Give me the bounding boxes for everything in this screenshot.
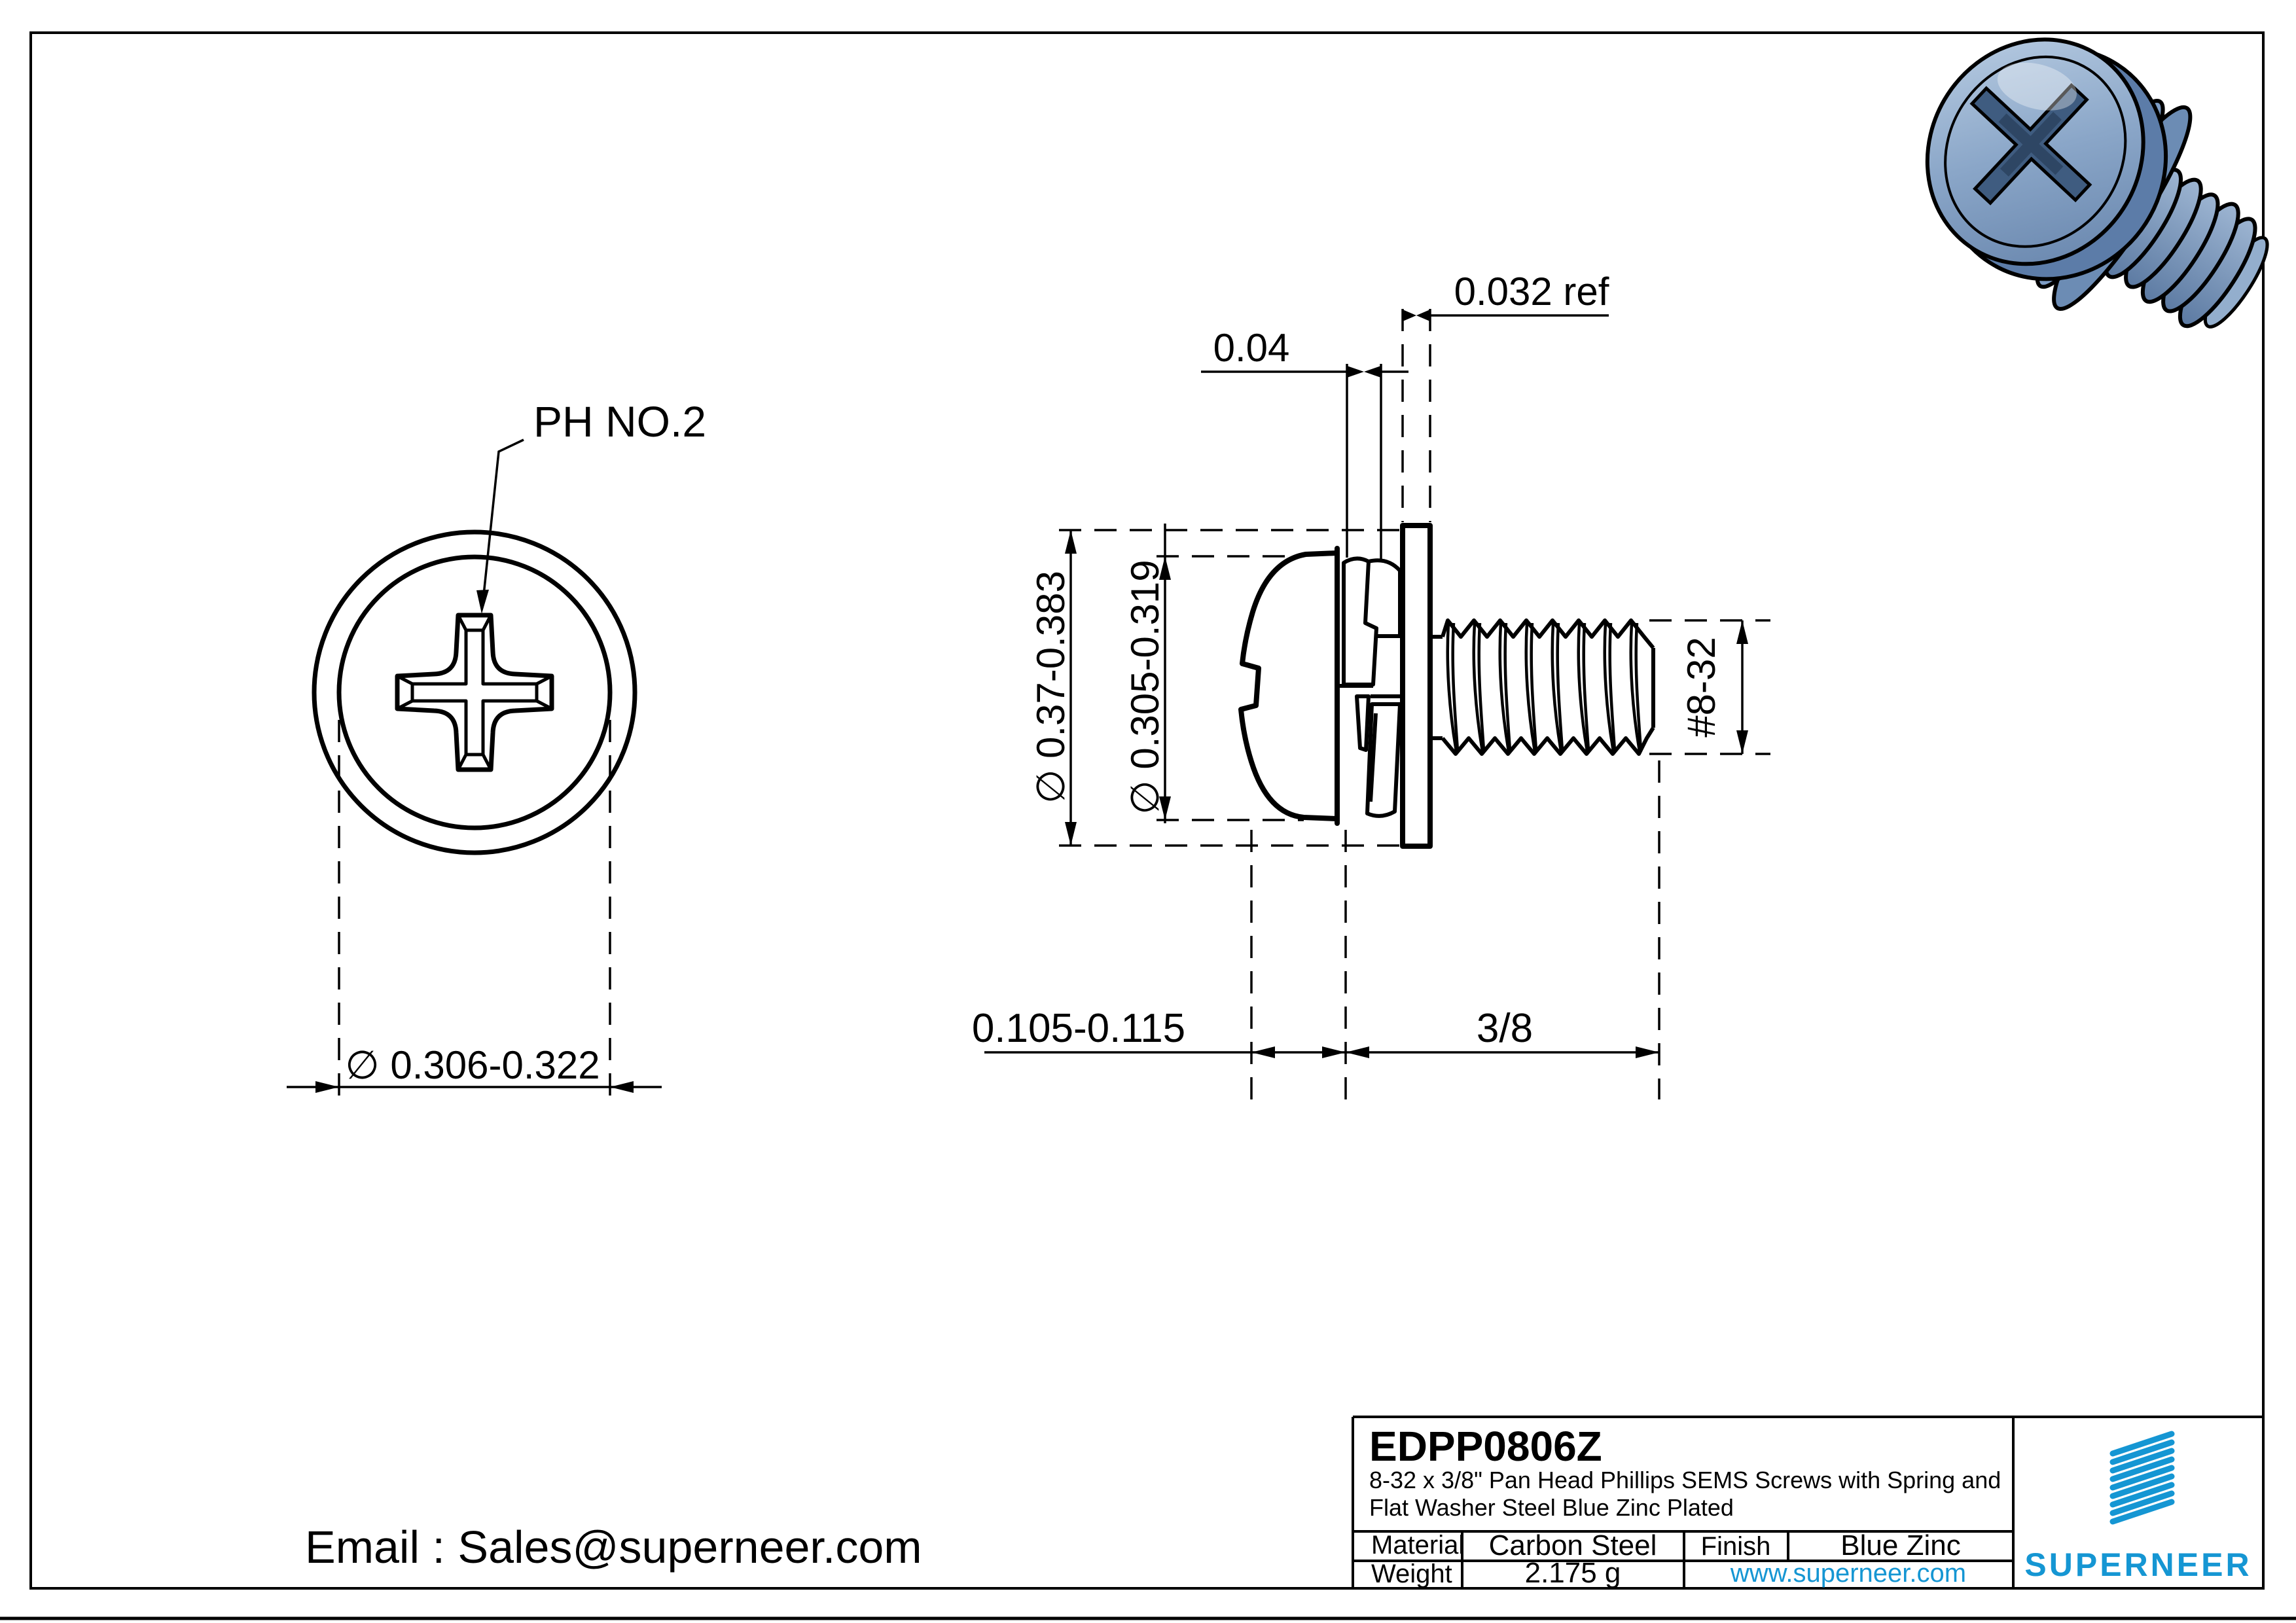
- front-view: PH NO.2 ∅ 0.306-0.322: [287, 397, 706, 1101]
- drive-label-leader: [481, 438, 524, 608]
- finish-label: Finish: [1701, 1532, 1771, 1561]
- dim-head-od: ∅ 0.305-0.319: [1123, 524, 1304, 823]
- dim-arrow: [610, 1081, 634, 1093]
- material-value: Carbon Steel: [1489, 1529, 1657, 1561]
- finish-value: Blue Zinc: [1840, 1529, 1960, 1561]
- weight-value: 2.175 g: [1525, 1557, 1621, 1589]
- phillips-cross-outline: [395, 613, 554, 772]
- svg-text:0.04: 0.04: [1213, 326, 1290, 370]
- phillips-cross-inner: [410, 628, 539, 757]
- brand-name: SUPERNEER: [2024, 1546, 2251, 1583]
- washer-outline-circle: [312, 529, 637, 855]
- website-link[interactable]: www.superneer.com: [1730, 1559, 1966, 1588]
- spring-washer: [1340, 556, 1402, 818]
- svg-text:∅ 0.305-0.319: ∅ 0.305-0.319: [1123, 560, 1167, 814]
- dim-thread-size: #8-32: [1649, 619, 1770, 755]
- logo-stripes-icon: [2109, 1431, 2175, 1525]
- dim-flat-washer-thickness: 0.032 ref: [1401, 270, 1609, 522]
- threaded-shank: [1430, 618, 1655, 756]
- head-diameter-dim: ∅ 0.306-0.322: [345, 1043, 600, 1087]
- side-view: ∅ 0.37-0.383 ∅ 0.305-0.319 0.04: [972, 270, 1770, 1099]
- part-number: EDPP0806Z: [1369, 1423, 1602, 1470]
- page-border: [29, 31, 2265, 1590]
- svg-text:∅ 0.37-0.383: ∅ 0.37-0.383: [1029, 571, 1073, 804]
- flat-washer: [1400, 523, 1433, 849]
- leader-arrowhead: [476, 590, 489, 614]
- head-outline-circle: [336, 554, 613, 830]
- dim-flat-washer-od: ∅ 0.37-0.383: [1029, 529, 1406, 847]
- svg-text:0.032 ref: 0.032 ref: [1454, 270, 1609, 313]
- svg-text:#8-32: #8-32: [1679, 637, 1723, 737]
- dim-spring-thickness: 0.04: [1201, 326, 1408, 560]
- contact-email: Email : Sales@superneer.com: [305, 1522, 922, 1573]
- thread-length-dim: 3/8: [1477, 1006, 1533, 1051]
- material-label: Material: [1371, 1531, 1464, 1560]
- phillips-recess-3d: [1969, 82, 2092, 205]
- drive-label: PH NO.2: [533, 397, 706, 446]
- title-block: EDPP0806Z 8-32 x 3/8" Pan Head Phillips …: [1352, 1416, 2263, 1589]
- description-line2: Flat Washer Steel Blue Zinc Plated: [1369, 1494, 1734, 1521]
- pan-head-profile: [1238, 550, 1340, 821]
- head-height-dim: 0.105-0.115: [972, 1006, 1185, 1051]
- dim-arrow: [315, 1081, 339, 1093]
- description-line1: 8-32 x 3/8" Pan Head Phillips SEMS Screw…: [1369, 1467, 2001, 1493]
- dim-head-height-and-length: 0.105-0.115 3/8: [972, 760, 1660, 1099]
- screw-3d-render: [1925, 37, 2269, 329]
- weight-label: Weight: [1371, 1560, 1452, 1588]
- phillips-taper-lines: [396, 614, 553, 771]
- superneer-logo: SUPERNEER: [2024, 1431, 2251, 1583]
